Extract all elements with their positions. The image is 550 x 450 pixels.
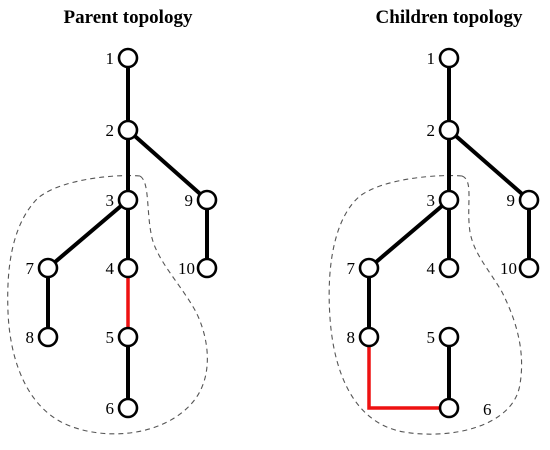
node-label-5: 5	[106, 328, 115, 347]
node-label-6: 6	[483, 400, 492, 419]
node-10	[518, 257, 540, 279]
node-label-2: 2	[427, 121, 436, 140]
node-label-3: 3	[427, 191, 436, 210]
node-label-2: 2	[106, 121, 115, 140]
edges	[367, 56, 531, 410]
edge-2-9	[126, 128, 209, 202]
node-8	[37, 326, 59, 348]
node-label-10: 10	[178, 259, 195, 278]
node-label-6: 6	[106, 399, 115, 418]
panel-parent-topology: Parent topology 1 2 3 9 7 4 10 8 5 6	[7, 7, 218, 435]
dashed-region	[328, 175, 523, 435]
node-9	[196, 189, 218, 211]
edge-3-7	[46, 198, 130, 270]
node-3	[117, 189, 139, 211]
node-label-3: 3	[106, 191, 115, 210]
node-6	[117, 397, 139, 419]
node-label-4: 4	[106, 259, 115, 278]
node-label-9: 9	[185, 191, 194, 210]
node-label-8: 8	[347, 328, 356, 347]
node-label-7: 7	[347, 259, 356, 278]
node-10	[196, 257, 218, 279]
panel-title: Children topology	[376, 7, 523, 28]
panel-title: Parent topology	[64, 7, 193, 28]
node-9	[518, 189, 540, 211]
node-label-9: 9	[507, 191, 516, 210]
node-3	[438, 189, 460, 211]
node-1	[117, 47, 139, 69]
node-6	[438, 397, 460, 419]
node-2	[438, 119, 460, 141]
node-5	[438, 326, 460, 348]
edge-3-7	[367, 198, 451, 270]
node-7	[37, 257, 59, 279]
node-2	[117, 119, 139, 141]
nodes: 1 2 3 9 7 4 10 8 5 6	[26, 47, 218, 419]
edge-2-9	[447, 128, 531, 202]
node-label-7: 7	[26, 259, 35, 278]
node-4	[438, 257, 460, 279]
node-7	[358, 257, 380, 279]
node-label-1: 1	[427, 49, 436, 68]
panel-children-topology: Children topology 1 2 3 9 7 4 10 8 5 6	[328, 7, 540, 435]
node-1	[438, 47, 460, 69]
node-label-5: 5	[427, 328, 436, 347]
node-label-4: 4	[427, 259, 436, 278]
node-label-8: 8	[26, 328, 35, 347]
edges	[46, 56, 209, 410]
edge-8-6	[367, 335, 451, 410]
dashed-region	[7, 175, 208, 435]
nodes: 1 2 3 9 7 4 10 8 5 6	[347, 47, 540, 419]
node-4	[117, 257, 139, 279]
node-8	[358, 326, 380, 348]
node-label-10: 10	[500, 259, 517, 278]
node-5	[117, 326, 139, 348]
node-label-1: 1	[106, 49, 115, 68]
